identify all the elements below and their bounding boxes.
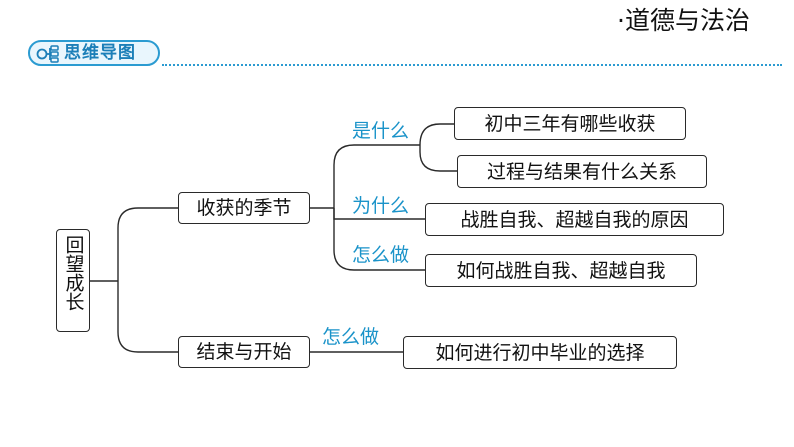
connector-branch2 [117,281,178,353]
subject-title: ·道德与法治 [617,6,750,35]
connector-b1-how [333,208,425,271]
connector-b1-what [333,144,420,208]
leaf-text: 如何战胜自我、超越自我 [456,260,666,282]
branch-node-end-begin: 结束与开始 [178,336,310,368]
leaf-how-overcome: 如何战胜自我、超越自我 [425,254,697,287]
leaf-text: 如何进行初中毕业的选择 [435,342,645,364]
label-why: 为什么 [352,195,410,217]
leaf-graduation-choice: 如何进行初中毕业的选择 [403,336,677,369]
mindmap-badge: 思维导图 [28,40,160,66]
label-how: 怎么做 [352,244,410,266]
connector-branch1 [117,207,178,281]
root-node: 回望成长 [56,229,90,332]
dotted-divider [162,64,782,66]
leaf-text: 过程与结果有什么关系 [486,161,677,183]
label-what: 是什么 [352,120,410,142]
label-how-2: 怎么做 [322,326,380,348]
leaf-why-reason: 战胜自我、超越自我的原因 [425,203,724,236]
connector-what-item1 [419,123,454,146]
branch-label-harvest: 收获的季节 [196,197,292,219]
branch-node-harvest: 收获的季节 [178,192,310,224]
leaf-text: 初中三年有哪些收获 [484,113,656,135]
leaf-process-result: 过程与结果有什么关系 [457,155,707,188]
leaf-harvest-gains: 初中三年有哪些收获 [454,107,686,140]
connector-what-item2 [419,145,457,172]
mindmap-icon [36,45,59,63]
section-title: 思维导图 [64,43,136,63]
root-label: 回望成长 [62,235,85,311]
leaf-text: 战胜自我、超越自我的原因 [460,209,689,231]
branch-label-end-begin: 结束与开始 [196,341,292,363]
